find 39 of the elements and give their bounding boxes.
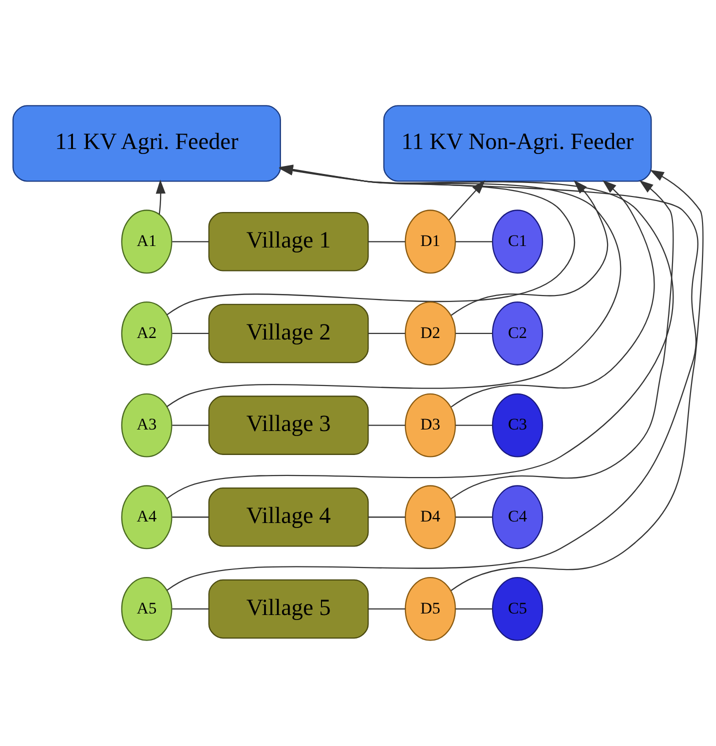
node-box: 11 KV Agri. Feeder xyxy=(12,105,281,182)
connector xyxy=(172,516,209,518)
connector xyxy=(456,424,492,426)
node-ellipse: C4 xyxy=(492,485,544,550)
connector xyxy=(172,332,209,334)
node-ellipse: C3 xyxy=(492,393,544,458)
connector xyxy=(368,332,406,334)
node-box: Village 5 xyxy=(208,579,369,639)
node-box: Village 3 xyxy=(208,396,369,455)
node-ellipse: C1 xyxy=(492,210,544,274)
node-ellipse: D5 xyxy=(404,577,456,641)
node-ellipse: A5 xyxy=(121,577,172,641)
node-box: Village 2 xyxy=(208,304,369,364)
connector xyxy=(368,424,406,426)
connector xyxy=(172,608,209,610)
node-box: Village 1 xyxy=(208,212,369,272)
node-ellipse: C5 xyxy=(492,577,544,641)
node-box: Village 4 xyxy=(208,488,369,547)
connector xyxy=(172,241,209,242)
node-ellipse: D2 xyxy=(404,302,456,366)
node-ellipse: D1 xyxy=(404,210,456,274)
arrow xyxy=(156,180,166,214)
connector xyxy=(368,608,406,610)
node-ellipse: A1 xyxy=(121,210,172,274)
connector xyxy=(456,241,492,242)
connector xyxy=(456,332,492,334)
node-ellipse: A4 xyxy=(121,485,172,550)
connector xyxy=(456,516,492,518)
connector xyxy=(456,608,492,610)
node-ellipse: A2 xyxy=(121,302,172,366)
arrow xyxy=(450,170,704,591)
connector xyxy=(368,516,406,518)
node-ellipse: C2 xyxy=(492,302,544,366)
node-box: 11 KV Non-Agri. Feeder xyxy=(383,105,652,182)
connector xyxy=(368,241,406,242)
node-ellipse: D3 xyxy=(404,393,456,458)
connector xyxy=(172,424,209,426)
node-ellipse: D4 xyxy=(404,485,456,550)
node-ellipse: A3 xyxy=(121,393,172,458)
